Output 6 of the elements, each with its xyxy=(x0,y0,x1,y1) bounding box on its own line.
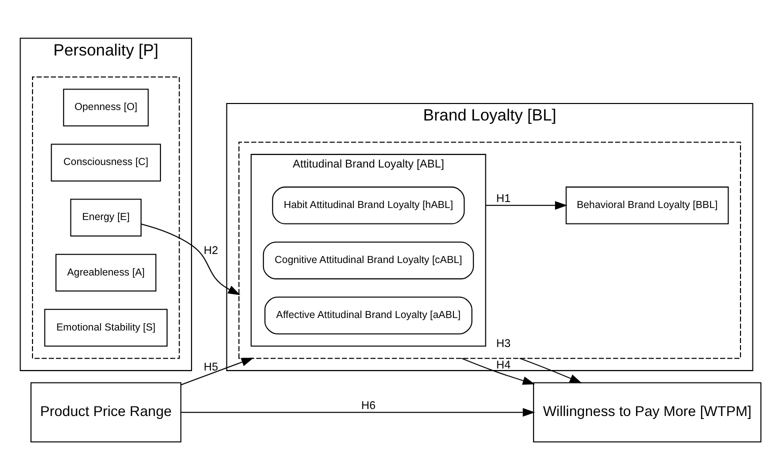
edge-label: H6 xyxy=(361,400,376,412)
edge-label: H5 xyxy=(204,360,218,373)
edge-label: H1 xyxy=(496,192,511,205)
edge-label: H4 xyxy=(496,358,511,371)
edge-label: H2 xyxy=(204,244,218,257)
edge-label: H3 xyxy=(496,337,511,350)
